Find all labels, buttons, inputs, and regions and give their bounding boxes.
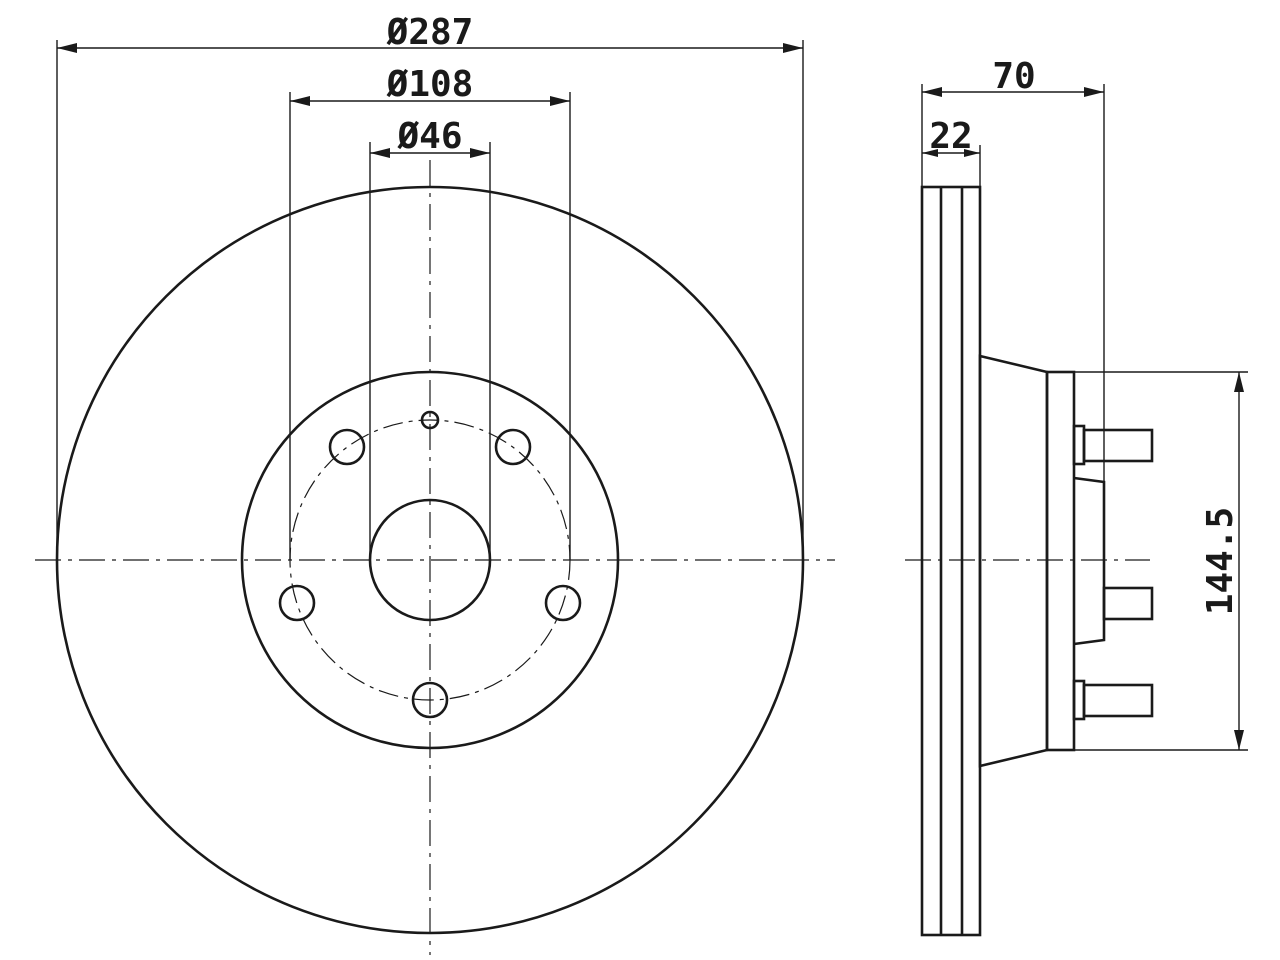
arrow-22-left (922, 149, 938, 157)
disc-body (920, 185, 982, 937)
stud-3 (1082, 683, 1154, 718)
arrow-287-right (783, 43, 803, 53)
arrow-144-top (1234, 372, 1244, 392)
stud-base-3 (1072, 679, 1086, 721)
arrow-46-right (470, 148, 490, 158)
side-view: 70 22 144.5 (905, 56, 1248, 937)
label-center-bore-diameter: Ø46 (396, 116, 462, 157)
bolt-hole-1 (494, 428, 532, 466)
front-view: Ø287 Ø108 Ø46 (35, 12, 835, 955)
arrow-287-left (57, 43, 77, 53)
stud-base-1 (1072, 424, 1086, 466)
arrow-70-left (922, 87, 942, 97)
arrow-108-right (550, 96, 570, 106)
label-disc-thickness: 22 (929, 116, 972, 157)
stud-2 (1102, 586, 1154, 621)
hub-flange (1045, 370, 1076, 752)
bolt-hole-4 (278, 584, 316, 622)
arrow-70-right (1084, 87, 1104, 97)
label-hub-diameter: 144.5 (1200, 507, 1241, 615)
hub-circle (240, 370, 620, 750)
locating-hole (420, 410, 440, 430)
arrow-108-left (290, 96, 310, 106)
stud-1 (1082, 428, 1154, 463)
label-outer-diameter: Ø287 (386, 12, 474, 53)
bolt-hole-2 (544, 584, 582, 622)
label-bolt-circle-diameter: Ø108 (386, 64, 474, 105)
arrow-46-left (370, 148, 390, 158)
label-overall-height: 70 (992, 56, 1035, 97)
arrow-144-bottom (1234, 730, 1244, 750)
hub-boss (1073, 476, 1106, 646)
bolt-hole-5 (328, 428, 366, 466)
bolt-hole-3 (411, 681, 449, 719)
arrow-22-right (964, 149, 980, 157)
hub-hat (978, 354, 1049, 768)
